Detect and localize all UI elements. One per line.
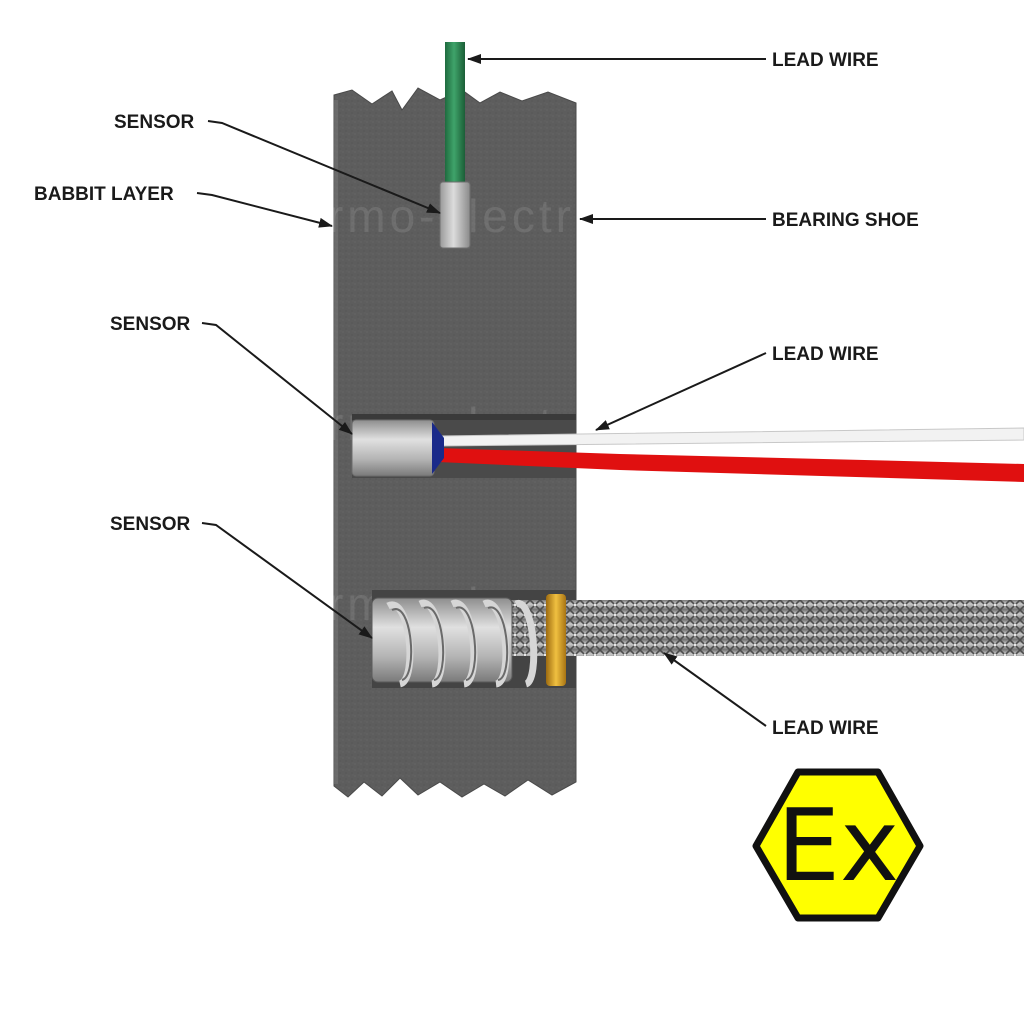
sensor-middle-tip: [432, 422, 444, 474]
label-bearing-shoe: BEARING SHOE: [772, 210, 919, 231]
leader-sensor-top: [207, 120, 441, 214]
leader-sensor-middle: [201, 322, 353, 435]
label-babbit-layer: BABBIT LAYER: [34, 184, 174, 205]
leader-babbit-layer: [196, 192, 333, 228]
ex-hexagon: [752, 768, 924, 922]
sensor-middle: [351, 414, 1024, 482]
leader-lead-wire-bottom: [663, 652, 767, 727]
sensor-top: [439, 42, 471, 249]
leader-sensor-bottom: [201, 522, 373, 639]
label-sensor-middle: SENSOR: [110, 314, 191, 335]
ex-symbol-text: Ex: [777, 787, 899, 904]
sensor-middle-body: [351, 419, 435, 477]
lead-wire-red: [438, 448, 1024, 482]
ex-symbol-icon: Ex: [752, 768, 924, 922]
spring-coils-shadow: [391, 606, 509, 681]
leader-lines: [196, 54, 767, 727]
label-sensor-bottom: SENSOR: [110, 514, 191, 535]
label-lead-wire-middle: LEAD WIRE: [772, 344, 879, 365]
lead-wire-green: [445, 42, 465, 194]
sensor-top-body: [439, 181, 471, 249]
label-lead-wire-top: LEAD WIRE: [772, 50, 879, 71]
watermark-1: thermo-electra: [252, 190, 605, 242]
babbit-layer-edge: [334, 100, 338, 784]
gold-ring: [546, 594, 566, 686]
sensor-bottom: [371, 590, 1024, 688]
braided-lead-wire: [505, 600, 1024, 656]
label-sensor-top: SENSOR: [114, 112, 195, 133]
spring-coils: [386, 599, 538, 688]
leader-lead-wire-middle: [595, 352, 767, 431]
label-lead-wire-bottom: LEAD WIRE: [772, 718, 879, 739]
